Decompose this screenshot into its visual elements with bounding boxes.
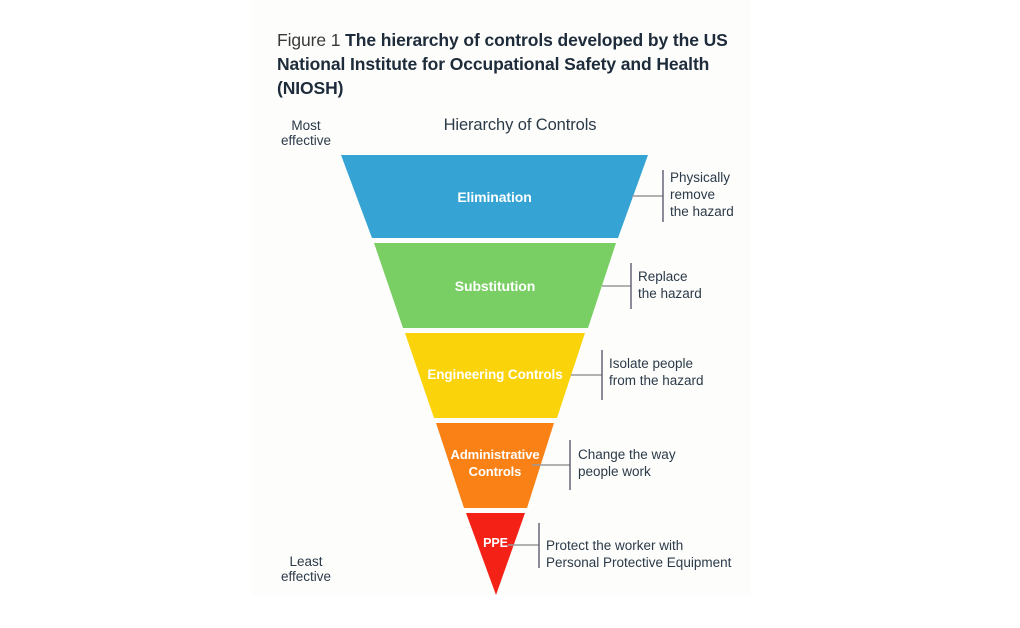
funnel-band-ppe[interactable] [466, 513, 525, 595]
figure-caption: Figure 1 The hierarchy of controls devel… [277, 28, 737, 100]
chart-title: Hierarchy of Controls [443, 116, 597, 134]
funnel-bands [341, 155, 648, 595]
funnel-band-substitution[interactable] [374, 243, 616, 328]
funnel-band-elimination[interactable] [341, 155, 648, 238]
funnel-band-engineering-controls[interactable] [405, 333, 585, 418]
figure-number: Figure 1 [277, 30, 341, 50]
funnel-band-administrative-controls[interactable] [436, 423, 554, 508]
leader-lines [508, 170, 664, 568]
figure-caption-body: The hierarchy of controls developed by t… [277, 30, 728, 98]
